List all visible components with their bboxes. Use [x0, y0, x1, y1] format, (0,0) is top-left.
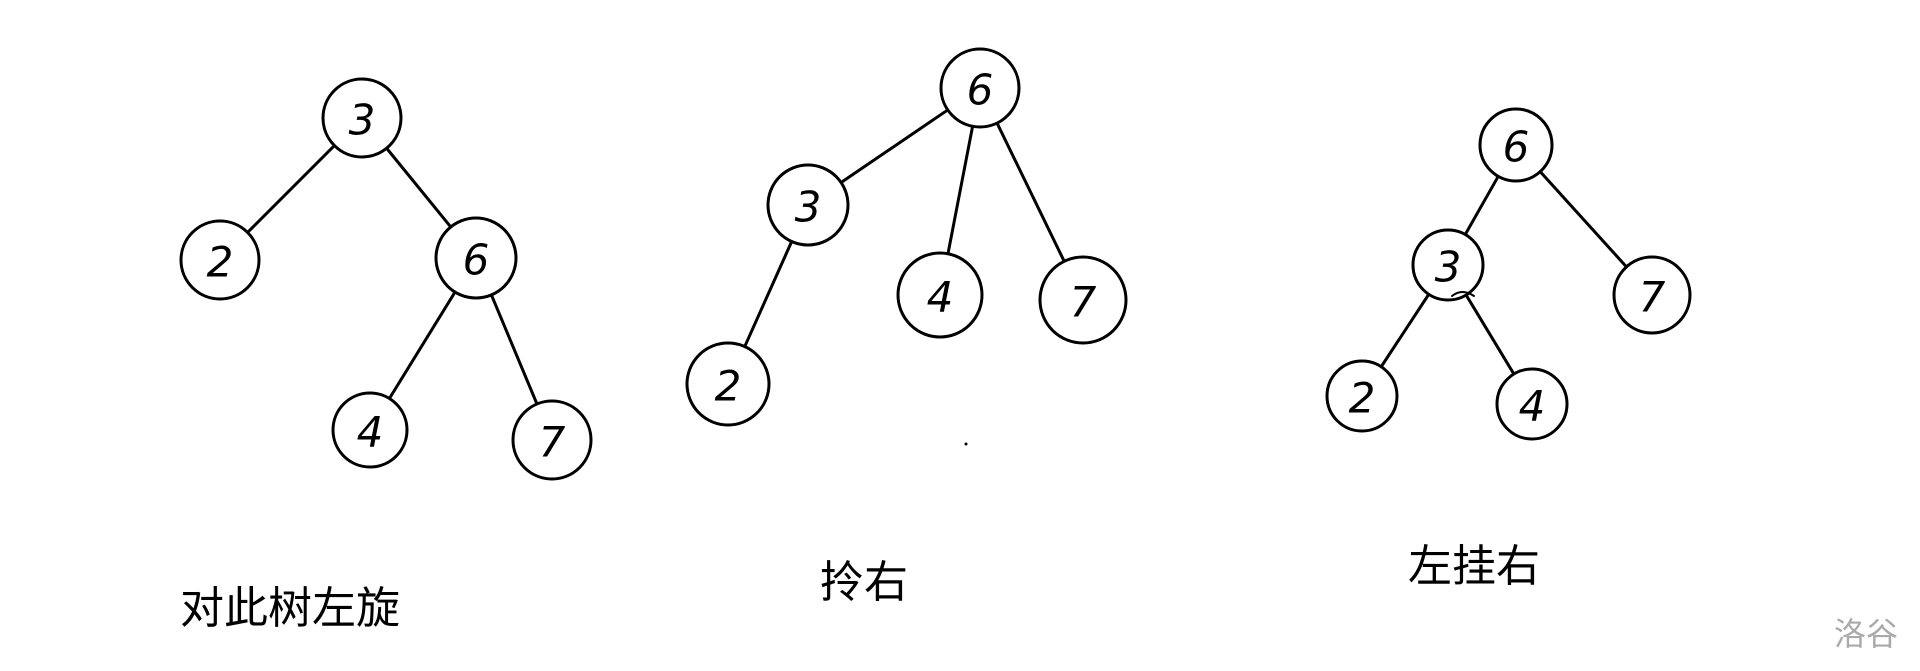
edges-layer — [246, 108, 1628, 406]
tree-node-b3: 3 — [766, 163, 850, 247]
node-circle — [896, 251, 984, 339]
tree-node-a6: 6 — [434, 216, 518, 300]
node-label: 6 — [967, 66, 994, 115]
node-label: 7 — [1639, 273, 1666, 322]
edge-c6-c7 — [1538, 170, 1628, 269]
node-circle — [1325, 359, 1399, 433]
edge-a3-a2 — [246, 144, 336, 234]
node-circle — [1411, 228, 1485, 302]
node-label: 3 — [795, 183, 822, 232]
node-label: 4 — [1519, 382, 1546, 431]
node-circle — [511, 399, 593, 481]
node-label: 2 — [1349, 374, 1376, 423]
edge-b6-b7 — [995, 121, 1066, 263]
edge-c3-c2 — [1379, 292, 1431, 369]
node-label: 7 — [1070, 278, 1097, 327]
caption-left-rotate: 对此树左旋 — [180, 583, 400, 634]
tree-node-a7: 7 — [511, 399, 593, 481]
tree-node-a3: 3 — [321, 77, 403, 159]
node-label: 3 — [349, 96, 376, 145]
node-label: 6 — [463, 236, 490, 285]
node-label: 6 — [1503, 123, 1530, 172]
watermark: 洛谷 — [1833, 615, 1898, 653]
edge-b3-b2 — [743, 240, 794, 349]
tree-node-c7: 7 — [1612, 255, 1692, 335]
node-label: 4 — [927, 273, 954, 322]
nodes-layer: 3 2 6 4 7 6 3 4 7 2 6 3 7 2 4 — [179, 47, 1692, 481]
edge-a6-a4 — [387, 290, 457, 401]
edge-c6-c3 — [1463, 174, 1500, 237]
edge-b6-b3 — [839, 108, 950, 185]
stray-dot — [964, 442, 968, 446]
tree-node-a4: 4 — [331, 391, 409, 469]
tree-node-c2: 2 — [1325, 359, 1399, 433]
node-circle — [766, 163, 850, 247]
node-label: 4 — [357, 408, 384, 457]
node-circle — [685, 341, 771, 427]
node-label: 2 — [207, 238, 234, 287]
tree-node-b6: 6 — [939, 47, 1021, 129]
tree-node-c4: 4 — [1495, 367, 1569, 441]
node-circle — [321, 77, 403, 159]
caption-left-hang-right: 左挂右 — [1408, 541, 1540, 592]
node-label: 3 — [1435, 243, 1462, 292]
node-circle — [179, 219, 261, 301]
node-circle — [1038, 255, 1128, 345]
tree-node-a2: 2 — [179, 219, 261, 301]
node-circle — [331, 391, 409, 469]
tree-node-b2: 2 — [685, 341, 771, 427]
node-label: 7 — [539, 418, 566, 467]
edge-b6-b4 — [946, 124, 975, 256]
node-circle — [1478, 107, 1554, 183]
edge-c3-c4 — [1464, 293, 1516, 376]
tree-node-c3: 3 — [1411, 228, 1485, 302]
tree-node-c6: 6 — [1478, 107, 1554, 183]
node-circle — [1495, 367, 1569, 441]
node-circle — [1612, 255, 1692, 335]
node-circle — [939, 47, 1021, 129]
pen-mark — [1451, 291, 1475, 297]
caption-lift-right: 拎右 — [820, 557, 908, 608]
edge-a3-a6 — [385, 146, 453, 229]
tree-node-b7: 7 — [1038, 255, 1128, 345]
node-label: 2 — [715, 362, 742, 411]
node-circle — [434, 216, 518, 300]
edge-a6-a7 — [489, 293, 539, 406]
tree-node-b4: 4 — [896, 251, 984, 339]
